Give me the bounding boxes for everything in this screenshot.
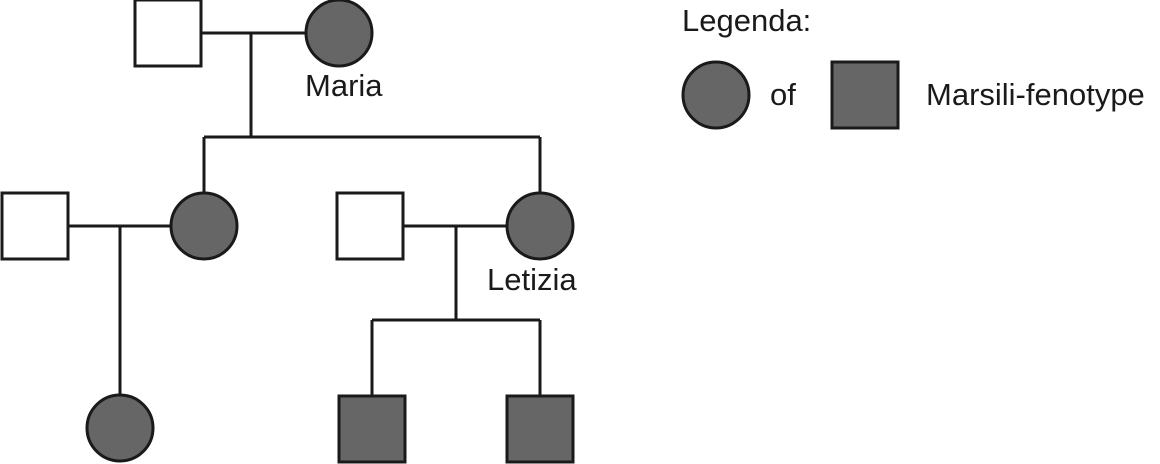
legend: Legenda: of Marsili-fenotype [681,3,1145,130]
maria-label: Maria [305,68,383,103]
gen3-daughter-circle [85,393,155,463]
gen2-husband-left-square [0,191,70,261]
legend-connector: of [770,77,796,112]
gen3-son-1-square [337,394,407,464]
gen2-daughter-left-circle [169,191,239,261]
legend-affected-male-icon [830,60,900,130]
legend-title: Legenda: [682,3,811,38]
gen1-father-square [133,0,203,68]
gen2-husband-right-square [335,191,405,261]
legend-description: Marsili-fenotype [926,77,1145,112]
maria-circle [304,0,374,68]
letizia-label: Letizia [487,262,577,297]
gen3-son-2-square [505,394,575,464]
letizia-circle [505,191,575,261]
pedigree-lines [67,31,542,396]
legend-affected-female-icon [681,60,751,130]
